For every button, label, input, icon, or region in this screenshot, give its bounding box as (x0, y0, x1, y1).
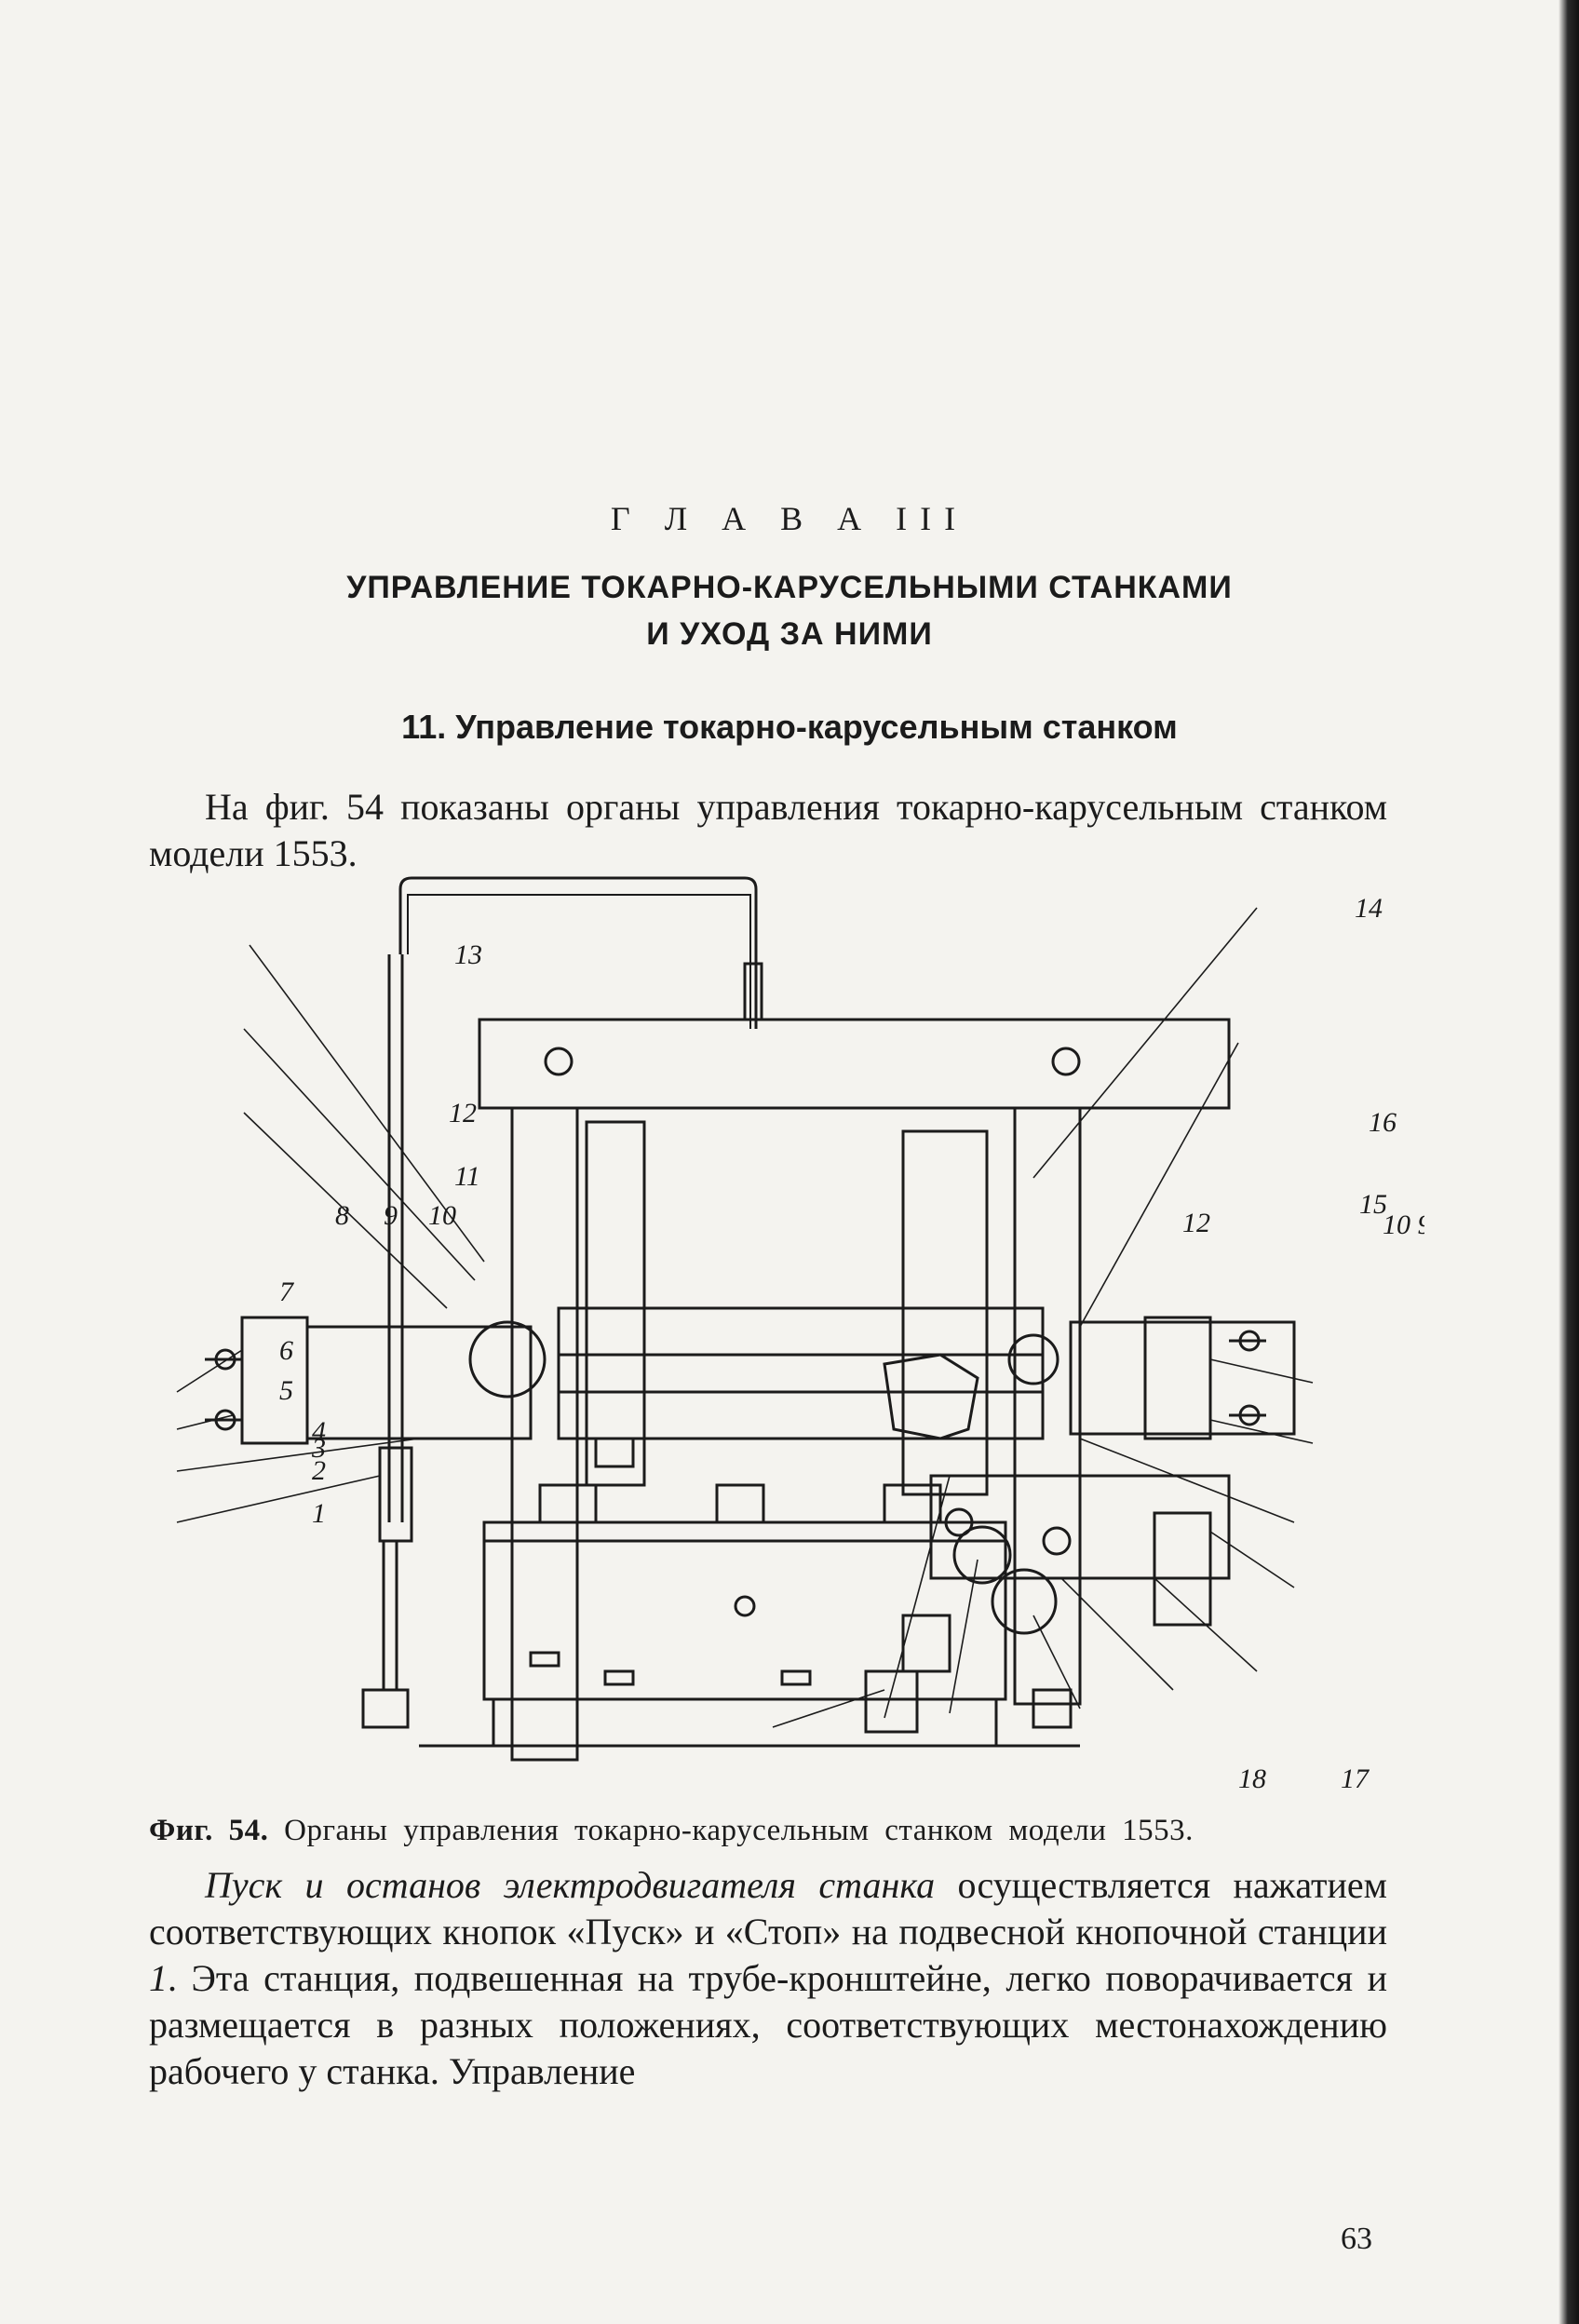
callout-23: 23 (875, 1787, 903, 1792)
callout-7: 7 (279, 1277, 295, 1307)
callout-8: 8 (335, 1200, 349, 1231)
callout-5: 5 (279, 1375, 293, 1406)
chapter-label: Г Л А В А III (610, 500, 969, 537)
right-turret (883, 1353, 979, 1440)
right-sidehead (1069, 1320, 1296, 1436)
right-column (1013, 1106, 1082, 1706)
caption-prefix: Фиг. 54. (149, 1814, 269, 1847)
intro-paragraph: На фиг. 54 показаны органы управления то… (149, 786, 1387, 874)
body-italic-ref: 1 (149, 1957, 168, 1999)
left-gearbox (240, 1316, 309, 1445)
section-title: 11. Управление токарно-карусельным станк… (401, 708, 1178, 746)
left-turret (468, 1320, 547, 1398)
motor (864, 1669, 919, 1734)
pendant-station (378, 1446, 413, 1543)
callout-17: 17 (1341, 1763, 1370, 1792)
crossrail-mid (557, 1306, 1045, 1440)
left-sidehead (305, 1325, 533, 1440)
machine-figure: 1 2 3 4 5 6 7 8 9 10 11 12 13 14 16 15 1… (140, 871, 1445, 1817)
callout-22: 22 (996, 1787, 1024, 1792)
chapter-title-line-2: И УХОД ЗА НИМИ (646, 616, 933, 652)
callout-10: 10 (428, 1200, 456, 1231)
body-emphasis: Пуск и останов электродвигателя станка (205, 1864, 936, 1906)
callout-20: 20 (1154, 1787, 1182, 1792)
callout-6: 6 (279, 1335, 293, 1366)
callout-10-9-right: 10 9 (1383, 1209, 1424, 1240)
callout-4: 4 (312, 1416, 326, 1447)
callout-18: 18 (1238, 1763, 1266, 1792)
machine-drawing: 1 2 3 4 5 6 7 8 9 10 11 12 13 14 16 15 1… (176, 876, 1445, 1817)
callout-9: 9 (384, 1200, 398, 1231)
chapter-title: УПРАВЛЕНИЕ ТОКАРНО-КАРУСЕЛЬНЫМИ СТАНКАМИ… (0, 564, 1579, 657)
left-column (510, 1106, 579, 1762)
callout-14: 14 (1355, 893, 1383, 924)
pipe-bracket (398, 876, 758, 1029)
callout-15: 15 (1359, 1189, 1387, 1220)
body-text-1: осуществляется нажатием соответствующих … (149, 1864, 1387, 1952)
callout-3: 3 (311, 1433, 326, 1464)
callout-11: 11 (454, 1161, 480, 1192)
body-text-2: . Эта станция, подвешенная на трубе-крон… (149, 1957, 1387, 2092)
figure-caption: Фиг. 54. Органы управления токарно-карус… (149, 1814, 1387, 1848)
page-number: 63 (1341, 2222, 1372, 2256)
callout-21: 21 (1043, 1787, 1071, 1792)
callout-12: 12 (449, 1098, 477, 1128)
left-ram (585, 1120, 646, 1487)
body-paragraph: Пуск и останов электродвигателя станка о… (149, 1862, 1387, 2095)
right-gearbox (1143, 1316, 1212, 1440)
feed-box (929, 1474, 1231, 1580)
callout-19: 19 (1229, 1787, 1257, 1792)
crossrail-top (478, 1018, 1231, 1110)
callout-2: 2 (312, 1455, 326, 1486)
callout-12-right: 12 (1182, 1208, 1210, 1238)
callout-1: 1 (312, 1498, 326, 1529)
callout-13: 13 (454, 939, 482, 970)
chapter-title-line-1: УПРАВЛЕНИЕ ТОКАРНО-КАРУСЕЛЬНЫМИ СТАНКАМИ (346, 570, 1233, 605)
callout-16: 16 (1369, 1107, 1397, 1138)
caption-text: Органы управления токарно-карусельным ст… (284, 1814, 1194, 1847)
feed-handwheel (991, 1568, 1058, 1635)
scan-edge (1559, 0, 1579, 2324)
